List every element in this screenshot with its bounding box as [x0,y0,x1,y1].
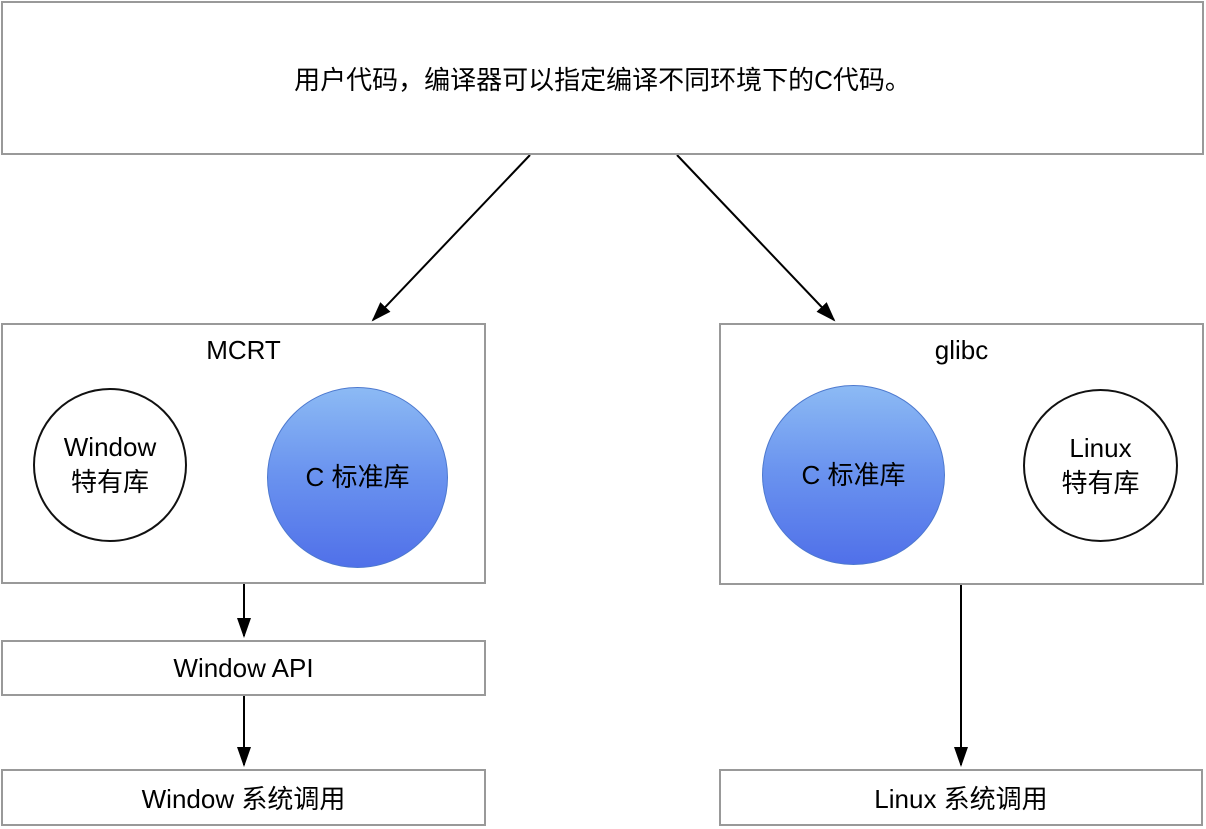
window-api-box: Window API [1,640,486,696]
glibc-box: glibc C 标准库 Linux 特有库 [719,323,1204,585]
mcrt-box: MCRT Window 特有库 C 标准库 [1,323,486,584]
c-standard-lib-label-glibc: C 标准库 [801,459,906,490]
window-specific-lib-circle: Window 特有库 [33,388,187,542]
window-syscall-box: Window 系统调用 [1,769,486,826]
c-standard-lib-label-mcrt: C 标准库 [305,462,410,492]
c-standard-lib-circle-glibc: C 标准库 [762,385,945,565]
user-code-text: 用户代码，编译器可以指定编译不同环境下的C代码。 [294,64,911,95]
linux-specific-lib-circle: Linux 特有库 [1023,389,1178,542]
user-code-box: 用户代码，编译器可以指定编译不同环境下的C代码。 [1,1,1204,155]
window-api-text: Window API [173,652,314,683]
glibc-title: glibc [934,335,989,365]
linux-syscall-text: Linux 系统调用 [874,784,1048,814]
window-syscall-text: Window 系统调用 [141,784,346,814]
linux-specific-lib-label-line1: Linux [1069,432,1132,463]
linux-specific-lib-label-line2: 特有库 [1061,467,1140,498]
arrow-usercode-to-mcrt-icon [371,154,531,322]
window-specific-lib-label-line2: 特有库 [70,467,149,497]
c-standard-lib-circle-mcrt: C 标准库 [267,387,448,568]
arrow-usercode-to-glibc-icon [676,154,836,322]
window-specific-lib-label-line1: Window [63,432,157,462]
linux-syscall-box: Linux 系统调用 [719,769,1203,826]
mcrt-title: MCRT [206,335,281,365]
